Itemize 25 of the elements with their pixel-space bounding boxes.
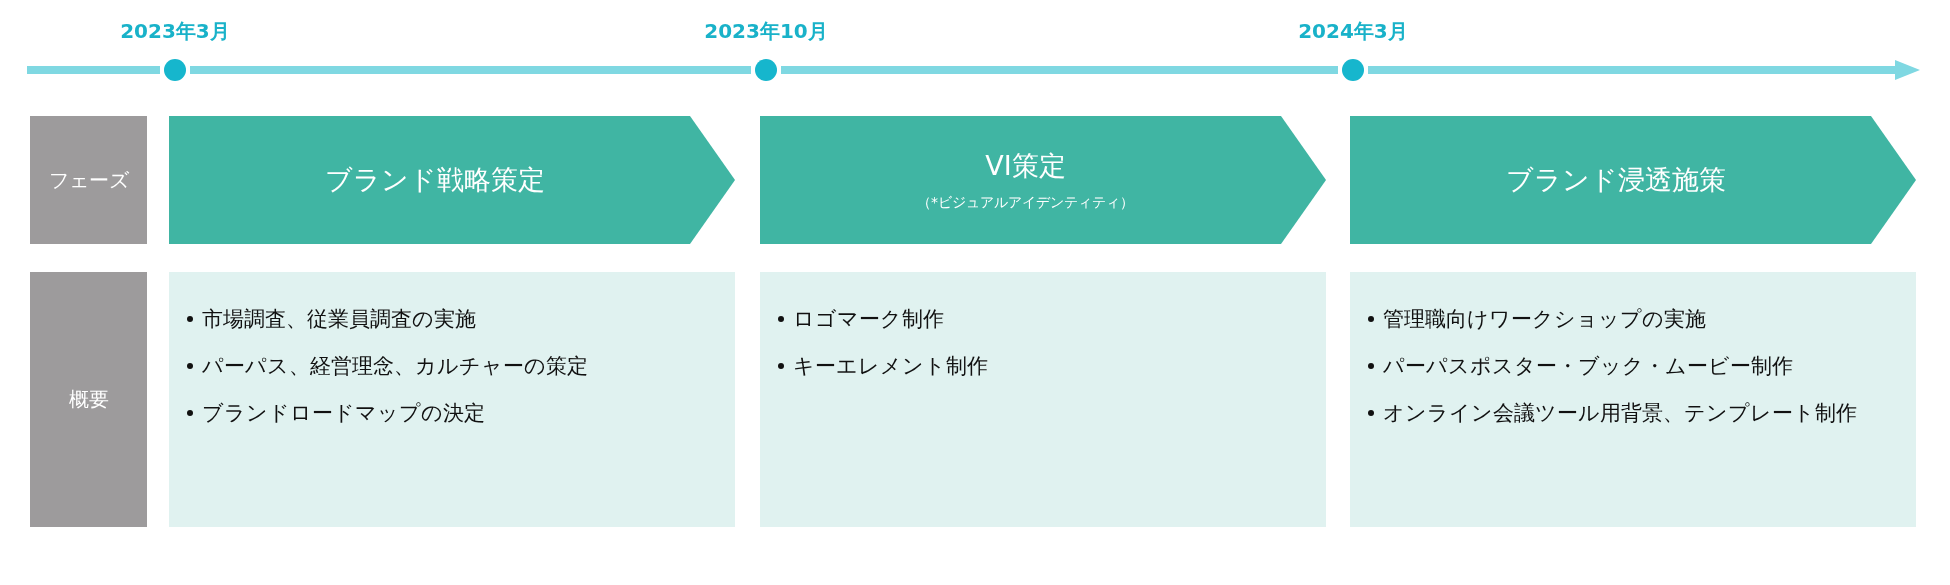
bullet-text: キーエレメント制作 bbox=[793, 353, 988, 380]
date-label: 2024年3月 bbox=[1298, 19, 1408, 43]
bullet-text: ブランドロードマップの決定 bbox=[202, 400, 485, 427]
date-label: 2023年10月 bbox=[704, 19, 828, 43]
row-header-panel bbox=[30, 116, 147, 244]
overview-panel bbox=[760, 272, 1326, 527]
phase-banner bbox=[1350, 116, 1916, 244]
phase-banner bbox=[760, 116, 1326, 244]
row-header-label: フェーズ bbox=[48, 166, 129, 194]
date-label: 2023年3月 bbox=[120, 19, 230, 43]
phase-title: ブランド戦略策定 bbox=[324, 163, 545, 197]
phase-title: VI策定 bbox=[985, 149, 1066, 183]
bullet-text: 管理職向けワークショップの実施 bbox=[1383, 306, 1706, 333]
phase-subtitle: （*ビジュアルアイデンティティ） bbox=[917, 193, 1134, 211]
phase-banner bbox=[169, 116, 735, 244]
bullet-text: 市場調査、従業員調査の実施 bbox=[202, 306, 476, 333]
bullet-text: オンライン会議ツール用背景、テンプレート制作 bbox=[1383, 400, 1857, 427]
bullet-text: ロゴマーク制作 bbox=[793, 306, 944, 333]
bullet-text: パーパス、経営理念、カルチャーの策定 bbox=[202, 353, 588, 380]
bullet-text: パーパスポスター・ブック・ムービー制作 bbox=[1383, 353, 1793, 380]
phase-title: ブランド浸透施策 bbox=[1505, 163, 1726, 197]
row-header-panel bbox=[30, 272, 147, 527]
row-header-label: 概要 bbox=[68, 386, 109, 413]
overview-panel bbox=[1350, 272, 1916, 527]
overview-panel bbox=[169, 272, 735, 527]
